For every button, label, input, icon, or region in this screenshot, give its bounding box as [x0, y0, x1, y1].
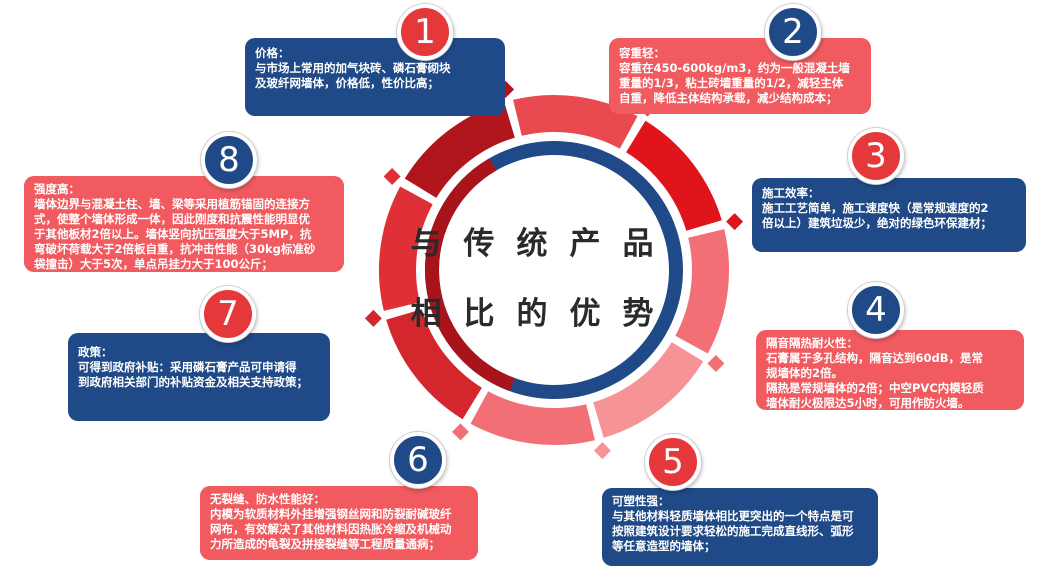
badge-8: 8 — [201, 132, 257, 188]
advantage-text-7: 可得到政府补贴：采用磷石膏产品可申请得 到政府相关部门的补贴资金及相关支持政策； — [78, 360, 308, 389]
ring-segment — [675, 229, 730, 354]
ring-segment — [626, 120, 722, 231]
advantage-title-4: 隔音隔热耐火性： — [766, 336, 858, 350]
center-title-line1: 与传统产品 — [410, 226, 676, 262]
advantage-title-3: 施工效率： — [762, 186, 820, 200]
advantage-text-3: 施工工艺简单，施工速度快（是常规速度的2 倍以上）建筑垃圾少，绝对的绿色环保建材… — [762, 201, 992, 230]
advantage-title-5: 可塑性强： — [612, 494, 670, 508]
inner-ring-dark-arc — [425, 158, 515, 392]
advantage-box-1: 价格： 与市场上常用的加气块砖、磷石膏砌块 及玻纤网墙体，价格低，性价比高； — [245, 38, 505, 116]
advantage-title-1: 价格： — [255, 46, 290, 60]
ring-pointer — [726, 213, 744, 231]
ring-segment — [378, 186, 433, 311]
ring-pointer — [383, 168, 401, 185]
advantage-text-4: 石膏属于多孔结构，隔音达到60dB，是常 规墙体的2倍。 隔热是常规墙体的2倍；… — [766, 351, 984, 410]
ring-segment — [593, 342, 704, 438]
badge-4: 4 — [848, 282, 904, 338]
advantage-text-2: 容重在450-600kg/m3，约为一般混凝土墙 重量的1/3，粘土砖墙重量的1… — [619, 61, 850, 105]
center-title-line2: 相比的优势 — [410, 296, 676, 332]
advantage-text-1: 与市场上常用的加气块砖、磷石膏砌块 及玻纤网墙体，价格低，性价比高； — [255, 61, 451, 90]
advantage-box-7: 政策： 可得到政府补贴：采用磷石膏产品可申请得 到政府相关部门的补贴资金及相关支… — [68, 333, 330, 421]
ring-pointer — [707, 355, 725, 372]
center-disc — [441, 157, 667, 383]
advantage-title-2: 容重轻： — [619, 46, 665, 60]
advantage-title-8: 强度高： — [34, 182, 80, 196]
ring-segment — [386, 309, 482, 420]
ring-pointer — [593, 442, 611, 460]
advantage-box-3: 施工效率： 施工工艺简单，施工速度快（是常规速度的2 倍以上）建筑垃圾少，绝对的… — [752, 178, 1026, 252]
advantage-box-8: 强度高： 墙体边界与混凝土柱、墙、梁等采用植筋锚固的连接方 式，使整个墙体形成一… — [24, 176, 344, 272]
advantage-title-6: 无裂缝、防水性能好： — [210, 492, 325, 506]
advantage-box-4: 隔音隔热耐火性： 石膏属于多孔结构，隔音达到60dB，是常 规墙体的2倍。 隔热… — [756, 330, 1024, 410]
badge-5: 5 — [645, 434, 701, 490]
advantage-text-6: 内模为软质材料外挂增强钢丝网和防裂耐碱玻纤 网布，有效解决了其他材料因热胀冷缩及… — [210, 507, 452, 551]
badge-1: 1 — [397, 4, 453, 60]
ring-segment — [404, 102, 515, 198]
badge-6: 6 — [390, 432, 446, 488]
advantage-title-7: 政策： — [78, 345, 113, 359]
badge-3: 3 — [848, 128, 904, 184]
ring-segment — [470, 391, 595, 446]
advantage-box-5: 可塑性强： 与其他材料轻质墙体相比更突出的一个特点是可 按照建筑设计要求轻松的施… — [602, 488, 878, 566]
ring-pointer — [364, 309, 382, 327]
badge-7: 7 — [200, 286, 256, 342]
ring-segments — [378, 94, 730, 446]
advantage-text-8: 墙体边界与混凝土柱、墙、梁等采用植筋锚固的连接方 式，使整个墙体形成一体，因此刚… — [34, 197, 316, 271]
advantage-box-6: 无裂缝、防水性能好： 内模为软质材料外挂增强钢丝网和防裂耐碱玻纤 网布，有效解决… — [200, 486, 478, 560]
ring-segment — [513, 94, 638, 149]
ring-pointer — [452, 423, 469, 441]
advantage-box-2: 容重轻： 容重在450-600kg/m3，约为一般混凝土墙 重量的1/3，粘土砖… — [609, 38, 871, 114]
advantage-text-5: 与其他材料轻质墙体相比更突出的一个特点是可 按照建筑设计要求轻松的施工完成直线形… — [612, 509, 854, 553]
badge-2: 2 — [765, 4, 821, 60]
